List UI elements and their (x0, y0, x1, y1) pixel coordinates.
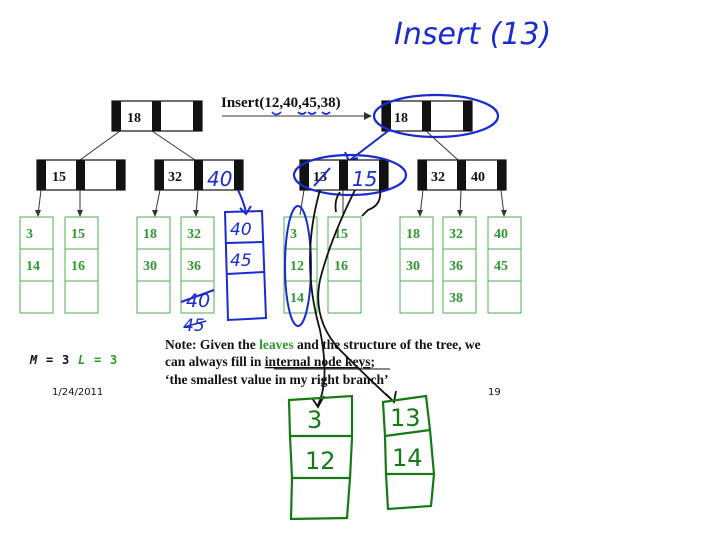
right-leaf-2 (327, 216, 362, 314)
param-l-label: L (78, 353, 85, 367)
left-new-handwritten-leaf (223, 209, 268, 322)
left-root-node: 18 (111, 100, 203, 132)
split-leaf-right-v1: 13 (390, 404, 421, 432)
left-inner-edge-arrowheads (35, 210, 199, 217)
strike-mark-2 (183, 320, 207, 328)
left-leaf-2-v2: 16 (71, 259, 85, 274)
right-inner-node-1: 13 15 (299, 159, 389, 191)
left-leaf-3-v2: 30 (143, 259, 157, 274)
handwritten-title: Insert (13) (394, 17, 551, 52)
left-leaf-3 (136, 216, 171, 314)
right-leaf-1-v2: 12 (290, 259, 304, 274)
note-line-2: can always fill in internal node keys; (165, 354, 375, 369)
right-leaf-5-v1: 40 (494, 227, 508, 242)
left-leaf-4-handwritten-value: 40 (186, 290, 210, 312)
note-line-1-post: and the structure of the tree, we (294, 337, 481, 352)
right-leaf-3 (399, 216, 434, 314)
left-new-leaf-pointer (237, 189, 247, 213)
right-root-key: 18 (394, 111, 408, 126)
left-inner-1-key: 15 (52, 170, 66, 185)
note-line-1-pre: Note: Given the (165, 337, 259, 352)
split-leaf-left-v2: 12 (305, 447, 336, 475)
left-new-leaf-pointer-head (239, 205, 252, 216)
left-leaf-4-v2: 36 (187, 259, 201, 274)
right-leaf-4 (442, 216, 477, 314)
split-leaf-left (287, 394, 354, 521)
right-root-edge-right (425, 130, 459, 161)
param-m-value: 3 (62, 353, 69, 367)
right-leaf-5-v2: 45 (494, 259, 508, 274)
left-inner-edges (37, 189, 199, 216)
left-root-edge-left (79, 130, 121, 161)
param-m-eq: = (46, 353, 53, 367)
right-inner-2-key-1: 32 (431, 170, 445, 185)
left-inner-2-handwritten-key: 40 (207, 167, 232, 191)
left-leaf-2 (64, 216, 99, 314)
right-inner-1-highlight (292, 153, 408, 197)
operation-label: Insert(12,40,45,38) (221, 95, 341, 111)
right-leaf-4-v2: 36 (449, 259, 463, 274)
left-leaf-4 (180, 216, 215, 314)
right-inner-strike (313, 167, 331, 187)
right-leaf-3-v1: 18 (406, 227, 420, 242)
right-leaf-3-v2: 30 (406, 259, 420, 274)
right-inner-1-struck-key: 13 (313, 170, 327, 185)
note-line-1-highlight: leaves (259, 337, 294, 352)
param-l-value: 3 (110, 353, 117, 367)
split-leaf-left-v1: 3 (307, 406, 322, 434)
right-root-edge-left (349, 130, 389, 161)
note-line-2-pre: can always fill in (165, 354, 265, 369)
right-root-node: 18 (381, 100, 473, 132)
param-m-label: M (29, 353, 38, 367)
right-leaf-2-v1: 15 (334, 227, 348, 242)
strike-mark (180, 289, 215, 303)
note-line-3: ‘the smallest value in my right branch’ (165, 372, 389, 387)
right-leaf-1-v1: 3 (290, 227, 297, 242)
params: M = 3 L = 3 (29, 353, 117, 367)
handwritten-underlines (271, 111, 331, 116)
right-leaf-1-v3: 14 (290, 291, 304, 306)
left-new-leaf-v2: 45 (230, 251, 252, 271)
right-leaf-4-v1: 32 (449, 227, 463, 242)
left-inner-2-key: 32 (168, 170, 182, 185)
right-leaf-2-v2: 16 (334, 259, 348, 274)
redirect-strokes (309, 189, 397, 409)
left-root-edge-right (151, 130, 196, 161)
left-inner-node-1: 15 (36, 159, 126, 191)
footer-page: 19 (488, 387, 501, 398)
left-leaf-1-v2: 14 (26, 259, 40, 274)
note-line-2-post: ; (371, 354, 376, 369)
right-root-highlight (372, 93, 500, 139)
right-inner-node-2: 32 40 (417, 159, 507, 191)
left-leaf-4-v1: 32 (187, 227, 201, 242)
note-line-1: Note: Given the leaves and the structure… (165, 337, 481, 352)
right-inner-edge-arrowheads (417, 210, 507, 217)
split-leaf-right-v2: 14 (392, 444, 423, 472)
left-root-key: 18 (127, 111, 141, 126)
right-inner-1-handwritten-key: 15 (352, 167, 377, 191)
footer-date: 1/24/2011 (52, 387, 103, 398)
param-l-eq: = (94, 353, 101, 367)
transform-arrow-head (364, 112, 372, 120)
right-leaf-1-highlight (284, 205, 312, 327)
split-leaf-right (381, 394, 436, 511)
left-new-leaf-v1: 40 (230, 220, 252, 240)
right-leaf-5 (487, 216, 522, 314)
left-inner-node-2: 32 40 (154, 159, 244, 191)
left-extra-handwritten-value: 45 (183, 316, 205, 336)
note-line-2-underlined: internal node keys (265, 354, 371, 369)
right-inner-2-key-2: 40 (471, 170, 485, 185)
left-leaf-1 (19, 216, 54, 314)
left-leaf-2-v1: 15 (71, 227, 85, 242)
left-leaf-1-v1: 3 (26, 227, 33, 242)
left-leaf-3-v1: 18 (143, 227, 157, 242)
right-leaf-4-v3: 38 (449, 291, 463, 306)
